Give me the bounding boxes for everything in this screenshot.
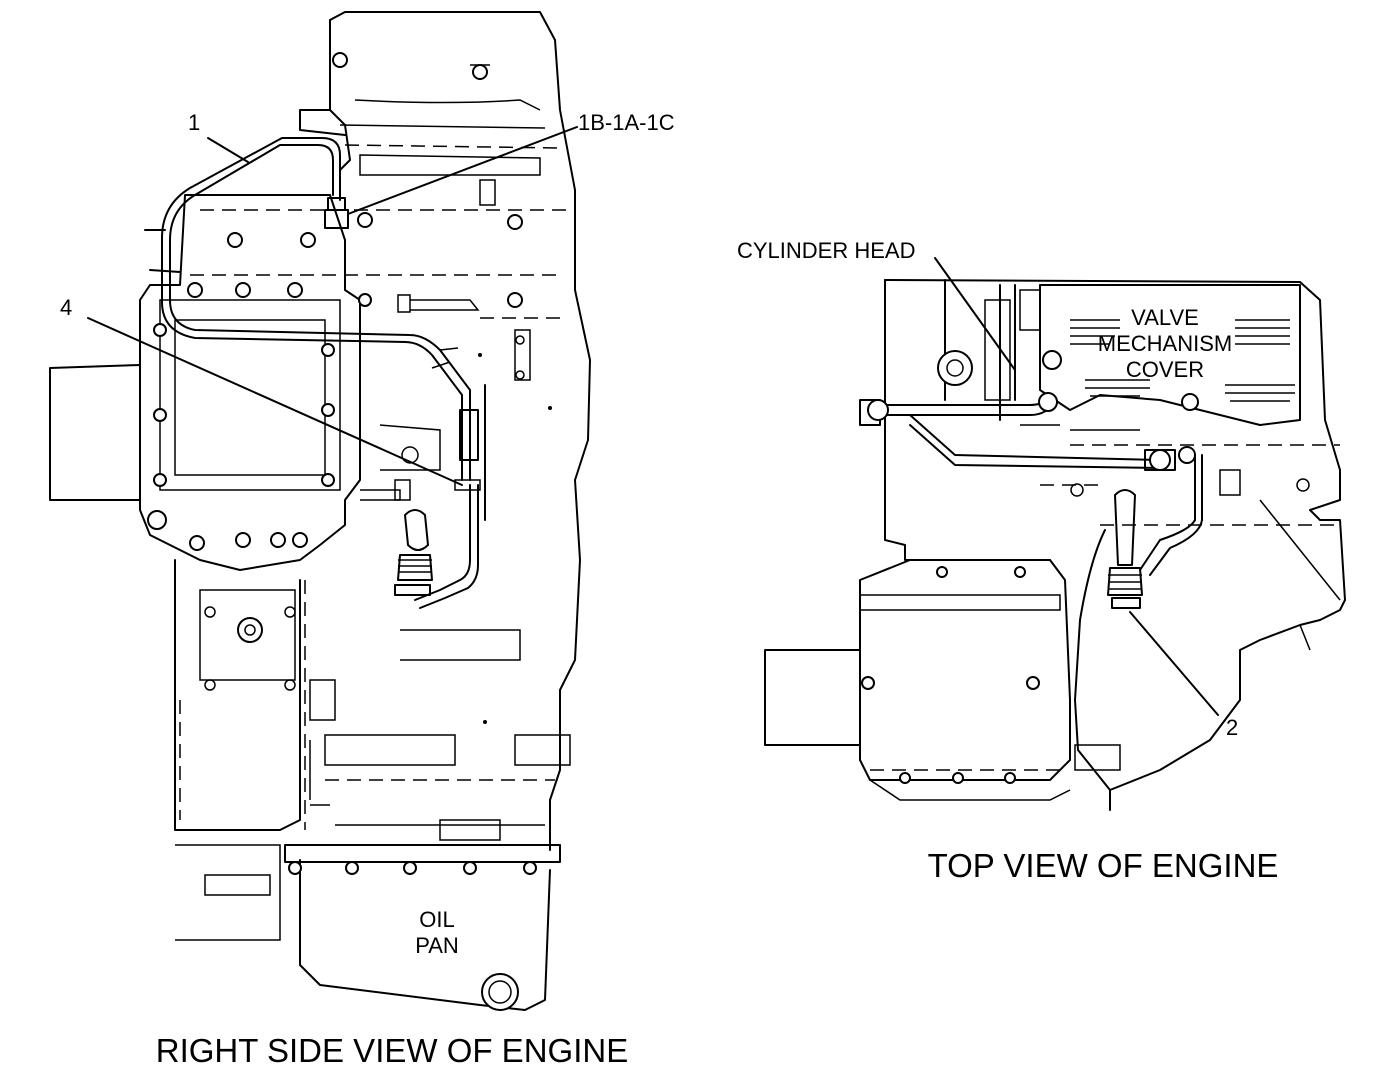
- leader-item-1: [207, 137, 249, 163]
- caption-top-view: TOP VIEW OF ENGINE: [928, 847, 1279, 884]
- sensor-connector: [404, 509, 429, 551]
- label-item-4: 4: [60, 295, 72, 320]
- top-block-outline: [884, 279, 1346, 811]
- lower-block: [174, 559, 301, 831]
- leader-item-2: [1129, 611, 1219, 716]
- leader-item-1b: [347, 126, 578, 215]
- label-cylinder-head: CYLINDER HEAD: [737, 238, 915, 263]
- leader-cylinder-head: [934, 257, 1016, 371]
- label-oil-pan-1: OIL: [419, 907, 454, 932]
- top-view: [764, 257, 1346, 811]
- right-side-view: [49, 11, 591, 1011]
- top-tube-assembly: [869, 394, 1056, 416]
- leader-item-4: [87, 317, 463, 486]
- label-valve-cover-2: MECHANISM: [1098, 331, 1232, 356]
- tube-item-1: [169, 144, 471, 481]
- top-sensor: [1114, 489, 1136, 566]
- label-valve-cover-3: COVER: [1126, 357, 1204, 382]
- engine-block-outline: [329, 11, 591, 851]
- top-lower-housing: [859, 559, 1071, 781]
- flywheel-housing: [139, 194, 361, 571]
- label-valve-cover-1: VALVE: [1131, 305, 1199, 330]
- caption-right-side-view: RIGHT SIDE VIEW OF ENGINE: [156, 1032, 628, 1069]
- label-item-1b-1a-1c: 1B-1A-1C: [578, 110, 675, 135]
- label-item-2: 2: [1226, 715, 1238, 740]
- label-oil-pan-2: PAN: [415, 933, 459, 958]
- label-item-1: 1: [188, 110, 200, 135]
- oil-pan: [299, 859, 551, 1011]
